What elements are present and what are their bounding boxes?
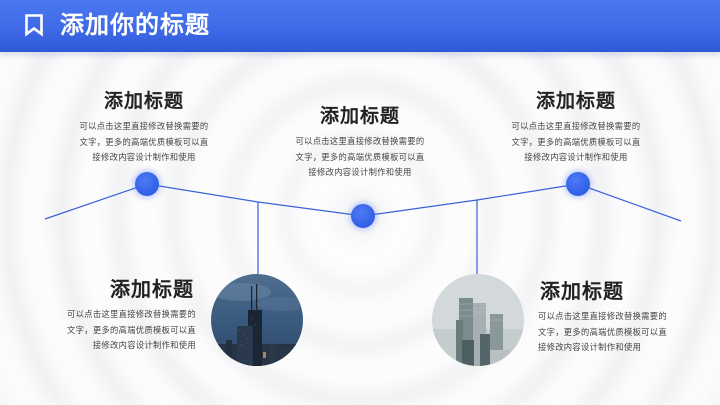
item-description: 可以点击这里直接修改替换需要的 文字，更多的高端优质模板可以直 接修改内容设计制… [280, 134, 440, 181]
desc-line: 文字，更多的高端优质模板可以直 [67, 324, 196, 335]
timeline-dot-1 [135, 172, 159, 196]
timeline-item-2: 添加标题 可以点击这里直接修改替换需要的 文字，更多的高端优质模板可以直 接修改… [280, 104, 440, 181]
timeline-item-3: 添加标题 可以点击这里直接修改替换需要的 文字，更多的高端优质模板可以直 接修改… [496, 89, 656, 166]
desc-line: 文字，更多的高端优质模板可以直 [538, 326, 667, 337]
item-description: 可以点击这里直接修改替换需要的 文字，更多的高端优质模板可以直 接修改内容设计制… [64, 119, 224, 166]
item-title: 添加标题 [540, 279, 624, 303]
timeline-item-1: 添加标题 可以点击这里直接修改替换需要的 文字，更多的高端优质模板可以直 接修改… [64, 89, 224, 166]
desc-line: 可以点击这里直接修改替换需要的 [511, 121, 641, 131]
desc-line: 可以点击这里直接修改替换需要的 [79, 121, 209, 131]
desc-line: 文字，更多的高端优质模板可以直 [295, 151, 425, 162]
bookmark-icon [25, 14, 43, 37]
desc-line: 可以点击这里直接修改替换需要的 [538, 311, 667, 321]
item-title: 添加标题 [535, 90, 616, 112]
desc-line: 接修改内容设计制作和使用 [538, 342, 642, 352]
timeline-dot-3 [566, 172, 590, 196]
item-description: 可以点击这里直接修改替换需要的 文字，更多的高端优质模板可以直 接修改内容设计制… [40, 307, 196, 354]
item-title: 添加标题 [103, 90, 184, 112]
page-title: 添加你的标题 [60, 11, 210, 39]
desc-line: 接修改内容设计制作和使用 [92, 340, 196, 350]
desc-line: 文字，更多的高端优质模板可以直 [79, 136, 209, 147]
timeline-item-4: 添加标题 可以点击这里直接修改替换需要的 文字，更多的高端优质模板可以直 接修改… [40, 277, 196, 354]
desc-line: 文字，更多的高端优质模板可以直 [511, 136, 641, 147]
city-skyscraper-photo [211, 274, 303, 366]
item-description: 可以点击这里直接修改替换需要的 文字，更多的高端优质模板可以直 接修改内容设计制… [538, 309, 698, 356]
timeline-dot-2 [351, 204, 375, 228]
desc-line: 可以点击这里直接修改替换需要的 [295, 136, 425, 146]
header-bar: 添加你的标题 [0, 0, 720, 52]
item-title: 添加标题 [110, 277, 194, 301]
item-description: 可以点击这里直接修改替换需要的 文字，更多的高端优质模板可以直 接修改内容设计制… [496, 119, 656, 166]
desc-line: 接修改内容设计制作和使用 [524, 152, 628, 162]
item-title: 添加标题 [319, 105, 400, 127]
desc-line: 接修改内容设计制作和使用 [92, 152, 196, 162]
desc-line: 接修改内容设计制作和使用 [308, 167, 412, 177]
city-office-towers-photo [432, 274, 524, 366]
timeline-item-5: 添加标题 可以点击这里直接修改替换需要的 文字，更多的高端优质模板可以直 接修改… [538, 279, 698, 356]
desc-line: 可以点击这里直接修改替换需要的 [67, 309, 196, 319]
